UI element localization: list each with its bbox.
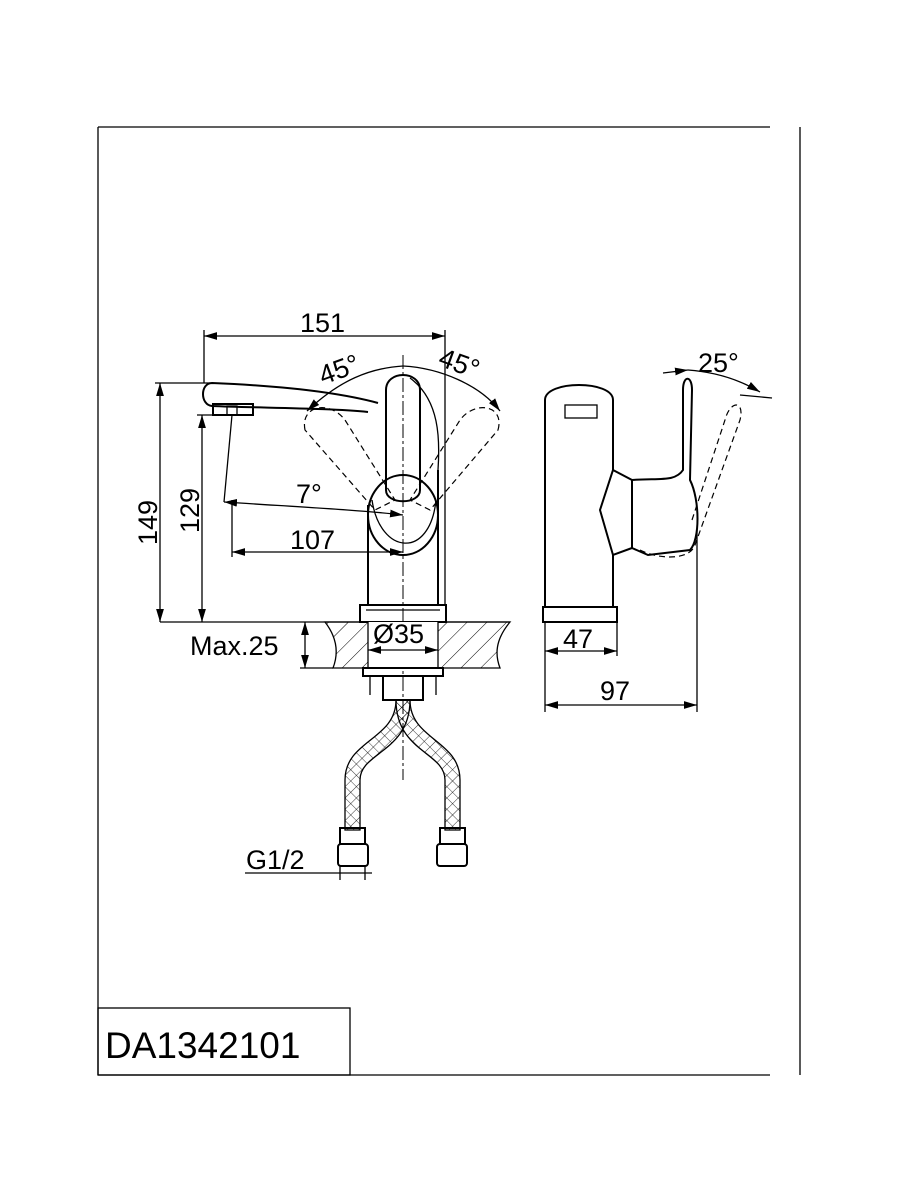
faucet-side-view — [542, 367, 773, 712]
drawing-frame — [97, 126, 801, 1076]
dim-rotation-left: 45° — [315, 348, 364, 390]
faucet-front-view — [160, 355, 512, 867]
dim-spout-height: 129 — [175, 488, 205, 533]
dim-base-depth: 47 — [563, 624, 593, 654]
dim-hole-diameter: Ø35 — [373, 619, 424, 649]
dim-total-height: 149 — [133, 500, 163, 545]
dim-handle-lift: 25° — [698, 348, 739, 378]
dim-side-depth: 97 — [600, 676, 630, 706]
dim-max-counter-thickness: Max.25 — [190, 631, 279, 661]
model-code: DA1342101 — [105, 1025, 300, 1066]
front-dimensions — [155, 330, 446, 880]
dim-handle-tilt: 7° — [296, 479, 322, 509]
dim-spout-reach: 151 — [300, 308, 345, 338]
dim-handle-reach: 107 — [290, 525, 335, 555]
dim-connector-thread: G1/2 — [246, 845, 305, 875]
dim-rotation-right: 45° — [435, 342, 484, 384]
